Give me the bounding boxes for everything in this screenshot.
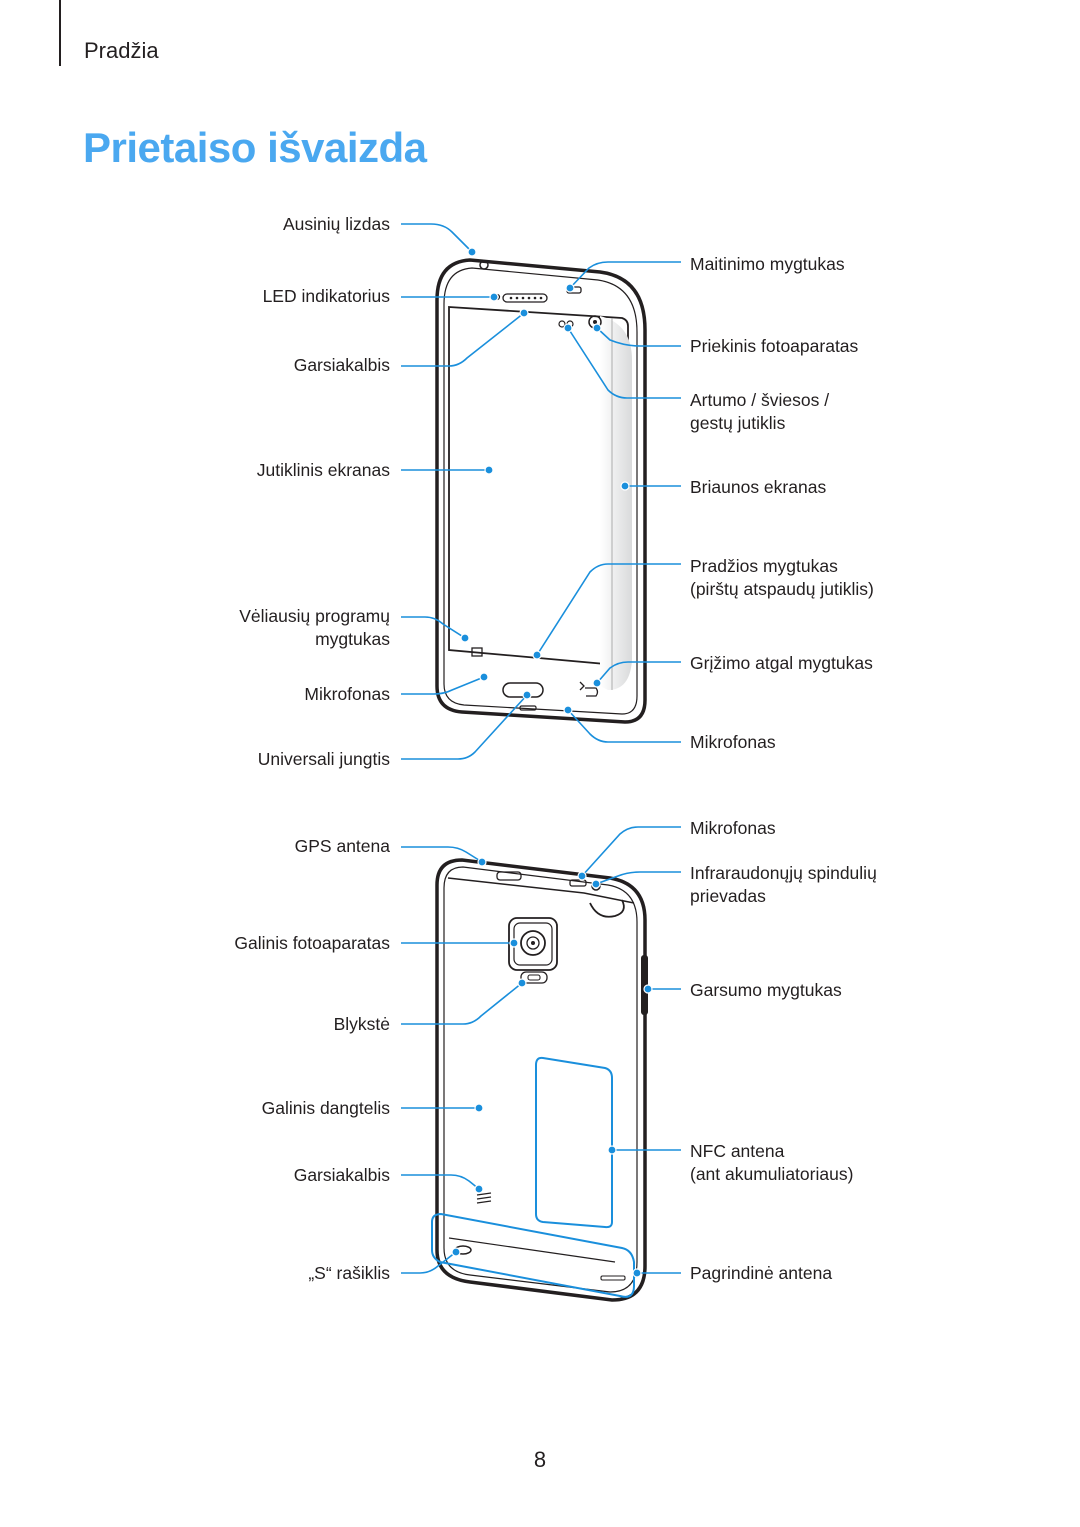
label-home-key-line2: (pirštų atspaudų jutiklis) xyxy=(690,579,874,599)
label-volume-key: Garsumo mygtukas xyxy=(690,980,842,1000)
label-mic-right: Mikrofonas xyxy=(690,732,776,752)
label-back-cover: Galinis dangtelis xyxy=(261,1098,390,1118)
label-gps-antenna: GPS antena xyxy=(294,836,390,856)
label-multipurpose-jack: Universali jungtis xyxy=(257,749,390,769)
callout-lines-back xyxy=(401,826,681,1274)
label-mic-left: Mikrofonas xyxy=(304,684,390,704)
label-speaker-back: Garsiakalbis xyxy=(293,1165,390,1185)
label-proximity-line1: Artumo / šviesos / xyxy=(690,390,830,410)
page-title: Prietaiso išvaizda xyxy=(83,124,427,171)
label-led-indicator: LED indikatorius xyxy=(262,286,390,306)
label-edge-screen: Briaunos ekranas xyxy=(690,477,827,497)
back-phone xyxy=(435,858,648,1302)
label-ir-line1: Infraraudonųjų spindulių xyxy=(690,863,877,883)
front-phone xyxy=(435,258,647,724)
label-recent-apps-line1: Vėliausių programų xyxy=(239,606,390,626)
label-main-antenna: Pagrindinė antena xyxy=(690,1263,833,1283)
page-number: 8 xyxy=(533,1447,547,1472)
header-rule xyxy=(59,0,61,66)
label-power-key: Maitinimo mygtukas xyxy=(690,254,845,274)
label-touchscreen: Jutiklinis ekranas xyxy=(256,460,390,480)
callout-lines-front xyxy=(401,223,681,760)
label-nfc-line1: NFC antena xyxy=(690,1141,785,1161)
label-rear-camera: Galinis fotoaparatas xyxy=(234,933,390,953)
label-flash: Blykstė xyxy=(333,1014,390,1034)
label-s-pen: „S“ rašiklis xyxy=(308,1263,390,1283)
label-ir-line2: prievadas xyxy=(690,886,766,906)
label-front-camera: Priekinis fotoaparatas xyxy=(690,336,859,356)
label-headset-jack: Ausinių lizdas xyxy=(283,214,390,234)
label-nfc-line2: (ant akumuliatoriaus) xyxy=(690,1164,854,1184)
label-mic-back: Mikrofonas xyxy=(690,818,776,838)
label-back-key: Grįžimo atgal mygtukas xyxy=(690,653,873,673)
antenna-outlines xyxy=(431,1056,635,1298)
label-recent-apps-line2: mygtukas xyxy=(315,629,390,649)
section-title: Pradžia xyxy=(84,38,159,63)
label-speaker-front: Garsiakalbis xyxy=(293,355,390,375)
label-home-key-line1: Pradžios mygtukas xyxy=(690,556,838,576)
label-proximity-line2: gestų jutiklis xyxy=(690,413,786,433)
callout-dots xyxy=(451,247,653,1278)
